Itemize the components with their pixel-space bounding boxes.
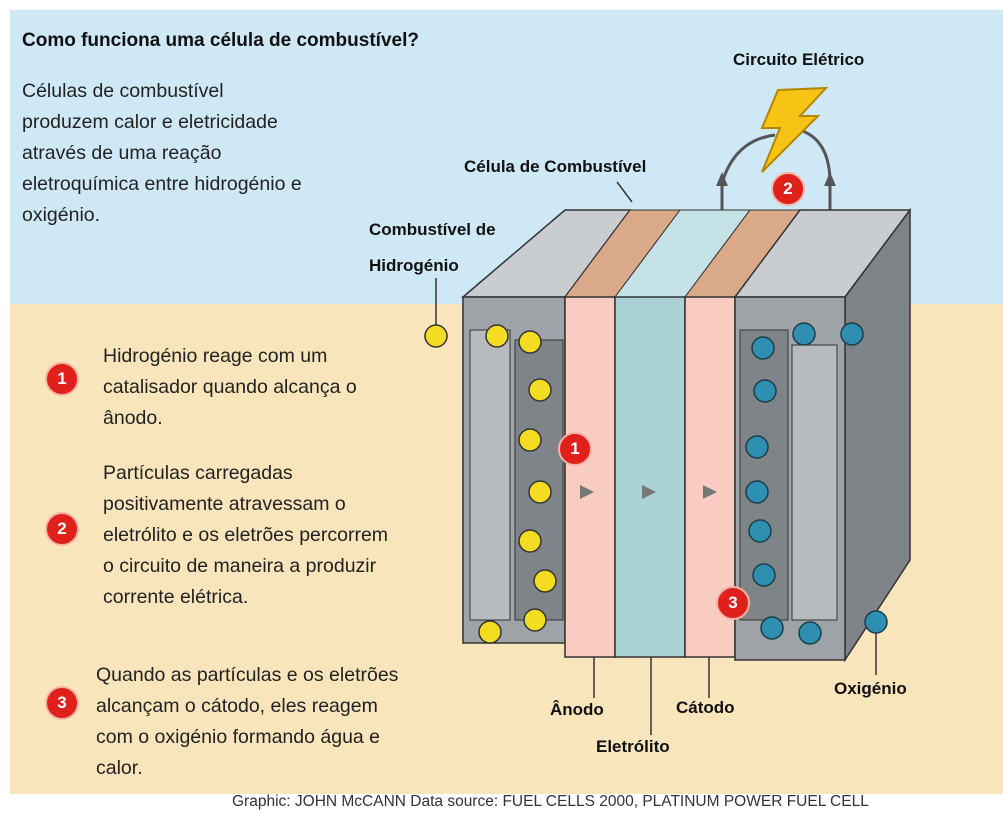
hydrogen-molecule-icon	[485, 324, 509, 348]
step-3-text: Quando as partículas e os eletrões alcan…	[96, 664, 399, 779]
oxygen-molecule-icon	[840, 322, 864, 346]
circuit-wire-left	[720, 133, 776, 184]
step-2-badge: 2	[45, 512, 79, 546]
oxygen-molecule-icon	[760, 616, 784, 640]
step-1-badge: 1	[45, 362, 79, 396]
oxygen-molecule-icon	[748, 519, 772, 543]
hydrogen-molecule-icon	[528, 480, 552, 504]
step-2-text: Partículas carregadas positivamente atra…	[103, 462, 389, 608]
cathode-channel-wall	[791, 344, 838, 621]
step-1-text: Hidrogénio reage com um catalisador quan…	[103, 345, 357, 429]
circuit-label: Circuito Elétrico	[733, 50, 865, 69]
hydrogen-molecules	[424, 324, 557, 644]
fuel-cell-leader-line	[616, 181, 633, 203]
hydrogen-fuel-label-line1: Combustível de	[369, 220, 496, 239]
hydrogen-molecule-icon	[523, 608, 547, 632]
circuit-wire-right	[799, 128, 832, 184]
diagram-badge-1: 1	[558, 432, 592, 466]
oxygen-molecule-icon	[792, 322, 816, 346]
cathode-label: Cátodo	[676, 698, 735, 717]
intro-text: Células de combustível produzem calor e …	[22, 80, 302, 226]
lightning-icon	[760, 86, 829, 173]
oxygen-molecule-icon	[745, 480, 769, 504]
electrolyte-label: Eletrólito	[596, 737, 670, 756]
circuit-arrow-up-icon	[716, 172, 728, 186]
oxygen-molecule-icon	[798, 621, 822, 645]
anode-layer	[564, 296, 616, 658]
flow-arrow-icon	[703, 485, 717, 499]
hydrogen-molecule-icon	[533, 569, 557, 593]
diagram-badge-3: 3	[716, 586, 750, 620]
electrolyte-layer	[614, 296, 686, 658]
anode-channel-wall	[469, 329, 511, 621]
oxygen-molecule-icon	[745, 435, 769, 459]
circuit-arrow-down-icon	[824, 172, 836, 186]
oxygen-molecules	[745, 322, 888, 645]
anode-label: Ânodo	[550, 700, 604, 719]
hydrogen-molecule-icon	[478, 620, 502, 644]
oxygen-molecule-icon	[864, 610, 888, 634]
step-3-badge: 3	[45, 686, 79, 720]
fuel-cell-label: Célula de Combustível	[464, 157, 647, 176]
hydrogen-molecule-icon	[518, 428, 542, 452]
hydrogen-molecule-icon	[424, 324, 448, 348]
hydrogen-molecule-icon	[518, 529, 542, 553]
flow-arrow-icon	[642, 485, 656, 499]
hydrogen-molecule-icon	[528, 378, 552, 402]
oxygen-molecule-icon	[753, 379, 777, 403]
flow-arrow-icon	[580, 485, 594, 499]
hydrogen-fuel-label-line2: Hidrogénio	[369, 256, 459, 275]
page-title: Como funciona uma célula de combustível?	[22, 30, 419, 51]
hydrogen-molecule-icon	[518, 330, 542, 354]
credit-line: Graphic: JOHN McCANN Data source: FUEL C…	[232, 793, 869, 810]
oxygen-label: Oxigénio	[834, 679, 907, 698]
oxygen-molecule-icon	[752, 563, 776, 587]
diagram-badge-2: 2	[771, 172, 805, 206]
oxygen-molecule-icon	[751, 336, 775, 360]
